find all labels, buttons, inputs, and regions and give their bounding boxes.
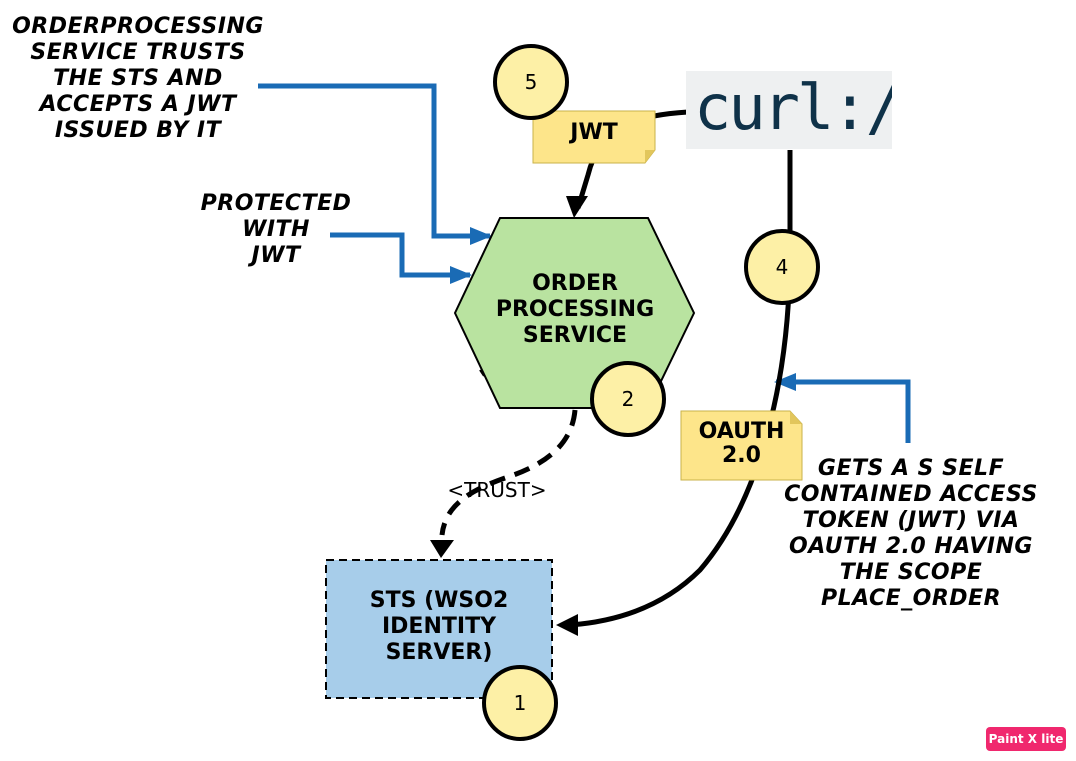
sticky-jwt-text: JWT (570, 120, 618, 145)
arrow-curl-to-sts-head (556, 614, 578, 636)
sticky-line: OAUTH (698, 419, 785, 444)
sticky-line: 2.0 (722, 443, 761, 468)
blue-arrow-token-note (774, 373, 911, 443)
note-gets-token: GETS A S SELF CONTAINED ACCESS TOKEN (JW… (776, 456, 1046, 612)
note-line: PLACE_ORDER (820, 586, 1002, 611)
step-number-5: 5 (524, 70, 538, 94)
sts-label: STS (WSO2 IDENTITY SERVER) (330, 588, 548, 666)
sticky-oauth-text: OAUTH 2.0 (681, 420, 802, 468)
note-protected-with-jwt: PROTECTED WITH JWT (196, 191, 356, 269)
note-orderprocessing-trust: ORDERPROCESSING SERVICE TRUSTS THE STS A… (8, 14, 268, 144)
step-number-4: 4 (775, 255, 789, 279)
trust-edge-label: <TRUST> (447, 478, 547, 502)
note-line: ORDERPROCESSING (12, 14, 264, 39)
note-line: CONTAINED ACCESS (784, 482, 1038, 507)
step-number-1: 1 (513, 691, 527, 715)
order-service-label: ORDER PROCESSING SERVICE (470, 271, 680, 349)
note-line: ISSUED BY IT (54, 118, 222, 143)
step-circle-4 (744, 229, 820, 305)
note-line: THE SCOPE (839, 560, 983, 585)
curl-logo: curl:// (686, 71, 892, 149)
note-line: ACCEPTS A JWT (39, 92, 237, 117)
curl-logo-text: curl:// (694, 71, 892, 144)
blue-arrow-trust-note (258, 83, 492, 245)
step-circle-1 (482, 665, 558, 741)
arrow-trust-dashed (439, 409, 578, 536)
blue-arrow-protected-note (330, 232, 472, 284)
label-line: SERVICE (522, 323, 628, 348)
label-line: IDENTITY (381, 614, 497, 639)
note-line: OAUTH 2.0 HAVING (789, 534, 1033, 559)
paint-x-lite-badge: Paint X lite (986, 727, 1066, 751)
note-line: GETS A S SELF (817, 456, 1005, 481)
arrow-curl-to-sts (569, 150, 793, 628)
label-line: STS (WSO2 (369, 588, 509, 613)
step-circle-5 (493, 44, 569, 120)
note-line: TOKEN (JWT) VIA (802, 508, 1020, 533)
note-line: JWT (251, 243, 301, 268)
arrow-trust-head (430, 540, 454, 558)
note-line: THE STS AND (53, 66, 223, 91)
note-line: SERVICE TRUSTS (30, 40, 246, 65)
label-line: PROCESSING (495, 297, 655, 322)
label-line: ORDER (532, 271, 618, 296)
arrow-curl-to-service-head (566, 196, 588, 218)
small-tick (479, 369, 485, 377)
label-line: SERVER) (385, 640, 493, 665)
sticky-oauth (680, 410, 803, 481)
note-line: PROTECTED (200, 191, 352, 216)
step-circle-2 (590, 361, 666, 437)
sticky-jwt (532, 110, 656, 164)
note-line: WITH (242, 217, 310, 242)
step-number-2: 2 (621, 387, 635, 411)
